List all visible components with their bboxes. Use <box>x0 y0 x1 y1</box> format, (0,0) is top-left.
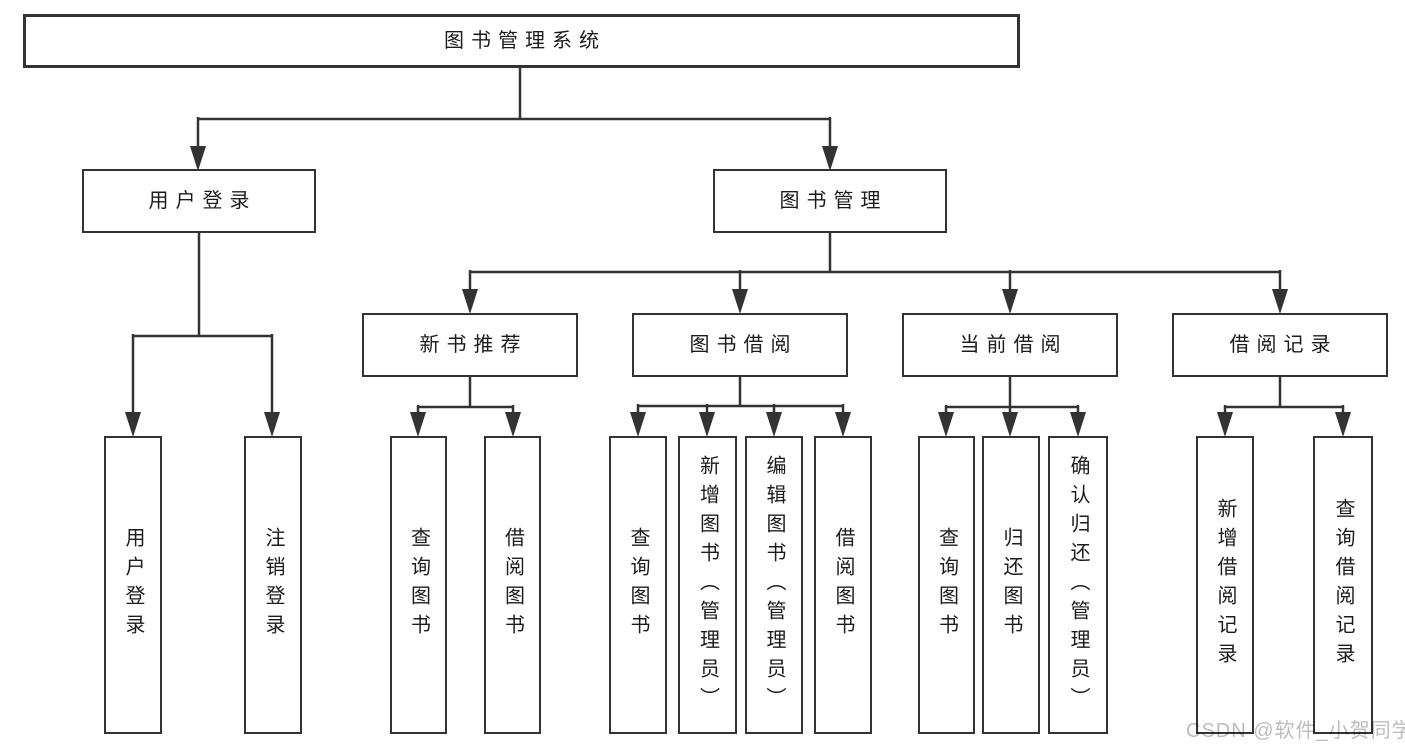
node-user-login-label: 用户登录 <box>148 190 257 212</box>
arrowheads <box>125 146 1351 437</box>
node-library-system-label: 图书管理系统 <box>444 30 606 52</box>
node-library-system: 图书管理系统 <box>23 14 1020 68</box>
node-query-borrow-record: 查询借阅记录 <box>1313 436 1373 734</box>
node-borrow-book-label: 借阅图书 <box>832 527 854 643</box>
node-query-books-borrow: 查询图书 <box>609 436 667 734</box>
node-query-borrow-record-label: 查询借阅记录 <box>1332 498 1354 672</box>
node-book-borrowing-label: 图书借阅 <box>689 334 798 356</box>
node-query-books-recommend: 查询图书 <box>390 436 447 734</box>
node-borrow-records: 借阅记录 <box>1172 313 1388 377</box>
node-borrow-records-label: 借阅记录 <box>1229 334 1338 356</box>
node-new-book-recommend: 新书推荐 <box>362 313 578 377</box>
connector-lines <box>131 66 1345 415</box>
node-confirm-return-admin: 确认归还（管理员） <box>1048 436 1108 734</box>
node-add-book-admin: 新增图书（管理员） <box>678 436 737 734</box>
node-return-book-label: 归还图书 <box>1000 527 1022 643</box>
node-book-borrowing: 图书借阅 <box>632 313 848 377</box>
node-add-borrow-record-label: 新增借阅记录 <box>1214 498 1236 672</box>
node-add-borrow-record: 新增借阅记录 <box>1196 436 1254 734</box>
node-borrow-book: 借阅图书 <box>814 436 872 734</box>
node-current-borrowing: 当前借阅 <box>902 313 1118 377</box>
node-logout: 注销登录 <box>244 436 302 734</box>
csdn-watermark: CSDN @软件_小贺同学 <box>1186 720 1405 742</box>
node-new-book-recommend-label: 新书推荐 <box>419 334 528 356</box>
node-return-book: 归还图书 <box>982 436 1040 734</box>
node-login-label: 用户登录 <box>122 527 144 643</box>
node-borrow-book-recommend: 借阅图书 <box>484 436 541 734</box>
node-login: 用户登录 <box>104 436 162 734</box>
node-logout-label: 注销登录 <box>262 527 284 643</box>
node-query-books-recommend-label: 查询图书 <box>407 527 430 643</box>
node-edit-book-admin: 编辑图书（管理员） <box>745 436 803 734</box>
node-borrow-book-recommend-label: 借阅图书 <box>501 527 524 643</box>
node-confirm-return-admin-label: 确认归还（管理员） <box>1067 454 1089 716</box>
node-book-management-label: 图书管理 <box>779 190 888 212</box>
node-current-borrowing-label: 当前借阅 <box>959 334 1068 356</box>
node-query-books-current: 查询图书 <box>918 436 975 734</box>
node-add-book-admin-label: 新增图书（管理员） <box>696 454 719 716</box>
node-query-books-current-label: 查询图书 <box>935 527 958 643</box>
node-user-login: 用户登录 <box>82 169 316 233</box>
node-edit-book-admin-label: 编辑图书（管理员） <box>763 454 785 716</box>
node-book-management: 图书管理 <box>713 169 947 233</box>
node-query-books-borrow-label: 查询图书 <box>627 527 649 643</box>
